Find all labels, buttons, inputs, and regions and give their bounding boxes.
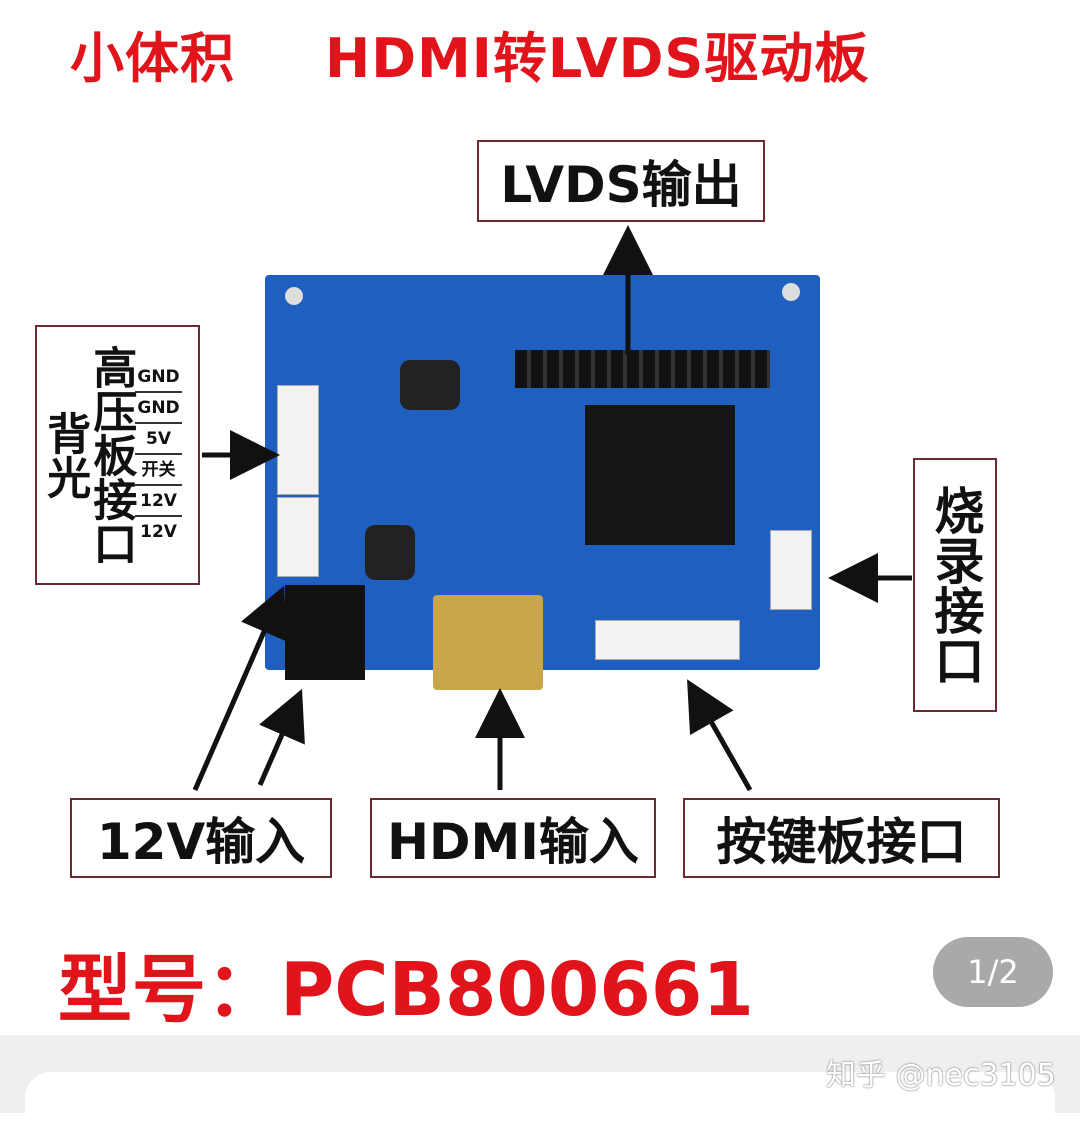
backlight-label: 背光 高压板接口 GND GND 5V 开关 12V 12V: [35, 325, 200, 585]
dc-jack: [285, 585, 365, 680]
pin-label: 12V: [135, 486, 182, 517]
arrow-power-1: [192, 585, 287, 791]
watermark: 知乎 @nec3105: [826, 1058, 1056, 1093]
pin-label: GND: [135, 393, 182, 424]
pin-label: 开关: [135, 455, 182, 486]
mount-hole: [285, 287, 303, 305]
main-chip: [585, 405, 735, 545]
model-number: 型号：PCB800661: [58, 947, 754, 1033]
pin-label: GND: [135, 362, 182, 393]
title-right: HDMI转LVDS驱动板: [325, 27, 870, 90]
page-indicator: 1/2: [933, 937, 1053, 1007]
backlight-pin-list: GND GND 5V 开关 12V 12V: [135, 362, 182, 548]
pcb-board-image: [265, 275, 820, 690]
keypad-port-text: 按键板接口: [716, 813, 967, 871]
burn-port-text: 烧录接口: [926, 485, 985, 685]
power-input-label: 12V输入: [70, 798, 332, 878]
power-connector-small: [277, 497, 319, 577]
arrow-power-2: [257, 688, 305, 787]
keypad-port-label: 按键板接口: [683, 798, 1000, 878]
lvds-output-label: LVDS输出: [477, 140, 765, 222]
power-input-text: 12V输入: [96, 813, 306, 871]
burn-port-label: 烧录接口: [913, 458, 997, 712]
inductor: [365, 525, 415, 580]
title-left: 小体积: [70, 27, 235, 90]
burn-connector: [770, 530, 812, 610]
hdmi-input-text: HDMI输入: [387, 813, 639, 871]
inductor: [400, 360, 460, 410]
mount-hole: [782, 283, 800, 301]
lvds-header: [515, 350, 770, 388]
arrow-keypad: [687, 679, 753, 792]
hdmi-port: [433, 595, 543, 690]
pin-label: 5V: [135, 424, 182, 455]
backlight-outer-text: 背光: [39, 411, 91, 499]
lvds-output-text: LVDS输出: [500, 156, 742, 214]
hdmi-input-label: HDMI输入: [370, 798, 656, 878]
keypad-connector: [595, 620, 740, 660]
backlight-inner-text: 高压板接口: [85, 345, 137, 565]
pin-label: 12V: [140, 522, 177, 542]
